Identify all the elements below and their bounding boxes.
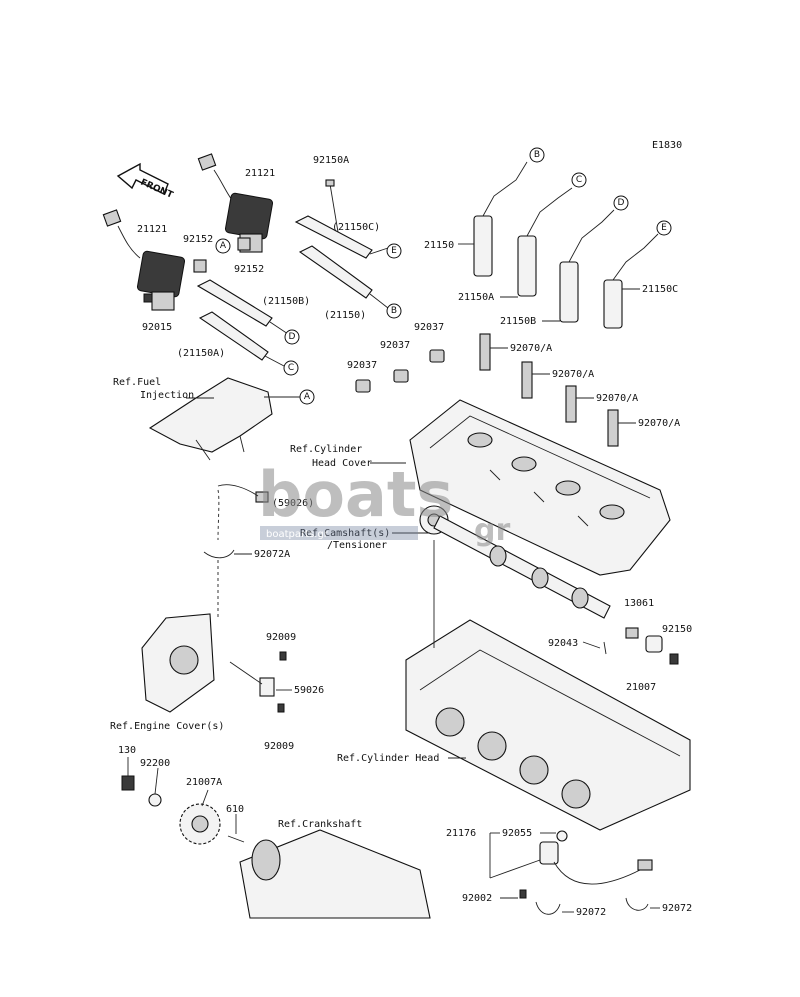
label-21150B: 21150B [500, 316, 536, 327]
cylinder-head-cover [409, 399, 671, 576]
cylinder-head [405, 619, 691, 831]
leader-lines [127, 243, 660, 913]
svg-text:B: B [534, 150, 540, 160]
crankshaft [239, 829, 431, 919]
label-92015: 92015 [142, 322, 172, 333]
label-92070A-3: 92070/A [596, 393, 638, 404]
fuel-injection-bracket [148, 377, 273, 461]
svg-text:A: A [220, 241, 227, 251]
label-21150B-paren: (21150B) [262, 296, 310, 307]
label-92037-a: 92037 [347, 360, 377, 371]
label-92072-b: 92072 [662, 903, 692, 914]
label-92200: 92200 [140, 758, 170, 769]
svg-text:E: E [661, 223, 667, 233]
label-92037-b: 92037 [380, 340, 410, 351]
label-130: 130 [118, 745, 136, 756]
label-ref-cylinder-head: Ref.Cylinder Head [337, 753, 439, 764]
label-21150-paren: (21150) [324, 310, 366, 321]
label-ref-camshaft-2: /Tensioner [327, 540, 387, 551]
label-ref-head-cover-2: Head Cover [312, 458, 372, 469]
label-59026-paren: (59026) [272, 498, 314, 509]
svg-text:D: D [289, 332, 296, 342]
label-59026: 59026 [294, 685, 324, 696]
label-92150: 92150 [662, 624, 692, 635]
label-21150C-paren: (21150C) [332, 222, 380, 233]
watermark-main: boats [258, 458, 453, 531]
label-ref-fuel-2: Injection [140, 390, 194, 401]
label-92043: 92043 [548, 638, 578, 649]
svg-text:C: C [576, 175, 582, 185]
coil-boot-21150C [294, 215, 389, 259]
label-92070A-2: 92070/A [552, 369, 594, 380]
plug-lead-21150 [473, 161, 528, 277]
plug-lead-21150C [603, 233, 659, 329]
label-21007: 21007 [626, 682, 656, 693]
label-92009-a: 92009 [266, 632, 296, 643]
label-21176: 21176 [446, 828, 476, 839]
diagram-code: E1830 [652, 140, 682, 151]
label-92009-b: 92009 [264, 741, 294, 752]
watermark: boats gr boatparts.gr [258, 458, 510, 548]
label-92055: 92055 [502, 828, 532, 839]
plug-lead-21150B [559, 209, 615, 323]
label-92037-c: 92037 [414, 322, 444, 333]
label-ref-camshaft-1: Ref.Camshaft(s) [300, 528, 390, 539]
spark-plug-1 [479, 333, 491, 371]
watermark-subtext: boatparts.gr [266, 529, 329, 540]
label-21121-left: 21121 [137, 224, 167, 235]
label-92072-a: 92072 [576, 907, 606, 918]
front-arrow-icon: FRONT [116, 162, 175, 201]
label-92070A-4: 92070/A [638, 418, 680, 429]
label-21007A: 21007A [186, 777, 222, 788]
label-21121-right: 21121 [245, 168, 275, 179]
label-92150A: 92150A [313, 155, 349, 166]
coil-boot-21150 [298, 245, 389, 309]
engine-cover-part [141, 613, 215, 713]
svg-text:A: A [304, 392, 311, 402]
label-92002: 92002 [462, 893, 492, 904]
camshaft [419, 505, 611, 619]
callout-circles: B C D E A E B D C A [215, 147, 672, 405]
label-21150: 21150 [424, 240, 454, 251]
label-13061: 13061 [624, 598, 654, 609]
label-92070A-1: 92070/A [510, 343, 552, 354]
label-21150A: 21150A [458, 292, 494, 303]
sensor-21176 [519, 830, 653, 915]
svg-text:B: B [391, 306, 397, 316]
ignition-coil-left [102, 209, 186, 311]
coil-boot-21150B [196, 279, 289, 335]
coil-boot-21150A [198, 311, 285, 367]
part-labels: 21121 92150A 21121 92152 92152 (21150C) … [110, 155, 692, 918]
spark-plug-4 [607, 409, 619, 447]
svg-text:C: C [288, 363, 294, 373]
label-92152-b: 92152 [234, 264, 264, 275]
spark-plug-2 [521, 361, 533, 399]
label-21150C: 21150C [642, 284, 678, 295]
spark-plug-3 [565, 385, 577, 423]
label-ref-fuel-1: Ref.Fuel [113, 377, 161, 388]
label-92072A: 92072A [254, 549, 290, 560]
label-ref-engine-cover: Ref.Engine Cover(s) [110, 721, 224, 732]
timing-rotor [179, 803, 221, 845]
watermark-suffix: gr [474, 513, 510, 548]
plug-lead-21150A [517, 187, 573, 297]
label-610: 610 [226, 804, 244, 815]
label-21150A-paren: (21150A) [177, 348, 225, 359]
label-ref-crankshaft: Ref.Crankshaft [278, 819, 362, 830]
label-ref-head-cover-1: Ref.Cylinder [290, 444, 362, 455]
svg-text:E: E [391, 246, 397, 256]
svg-text:D: D [618, 198, 625, 208]
label-92152-a: 92152 [183, 234, 213, 245]
